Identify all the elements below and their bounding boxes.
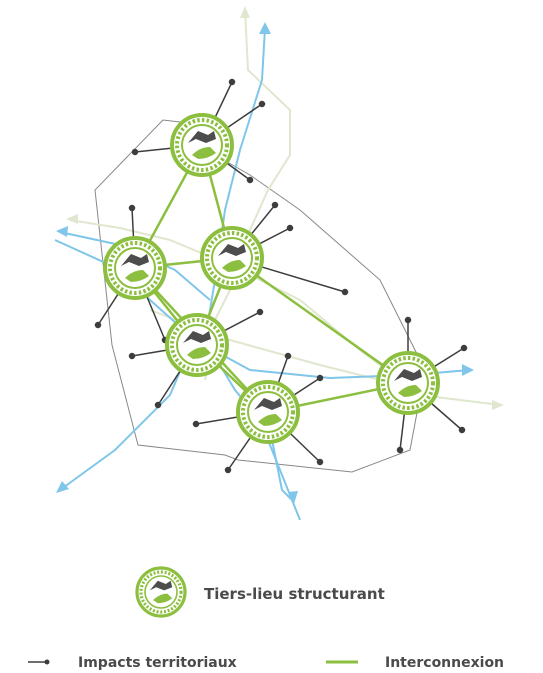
hub-node: [236, 380, 300, 444]
river-sw-arrowhead: [56, 481, 69, 493]
river-se-arrowhead: [288, 491, 298, 504]
legend-interconnection-label: Interconnexion: [385, 655, 504, 671]
hub-node: [165, 313, 229, 377]
legend-impacts-label: Impacts territoriaux: [78, 655, 237, 671]
road-west-arrowhead: [66, 214, 78, 224]
impact-legend-dot: [44, 659, 50, 665]
river-sw: [59, 359, 186, 491]
legend-structuring-hub-label: Tiers-lieu structurant: [204, 585, 385, 603]
river-main-arrowhead: [259, 22, 271, 34]
legend: Tiers-lieu structurant Impacts territori…: [28, 566, 504, 671]
hub-node: [170, 113, 234, 177]
road-north-arrowhead: [240, 6, 250, 18]
river-west-arrowhead: [462, 364, 474, 376]
hubs: [103, 113, 440, 444]
road-east-arrowhead: [492, 400, 504, 410]
river-nw-arrowhead: [56, 226, 68, 237]
hub-node: [200, 226, 264, 290]
interconnection-line: [231, 256, 409, 385]
river-se: [269, 429, 293, 501]
hands-house-icon: [135, 566, 187, 618]
hub-node: [376, 351, 440, 415]
hub-node: [103, 236, 167, 300]
